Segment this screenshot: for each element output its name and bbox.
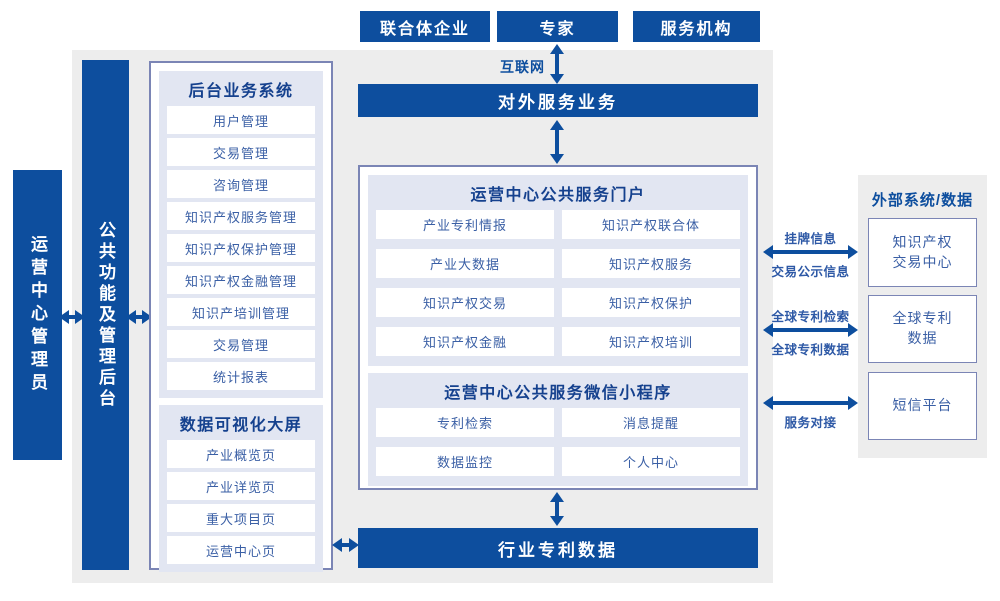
arrow-ip-trade-center-icon	[763, 244, 858, 260]
external-box-global-patent-data: 全球专利 数据	[868, 295, 977, 363]
backend-system-list: 用户管理 交易管理 咨询管理 知识产权服务管理 知识产权保护管理 知识产权金融管…	[159, 106, 323, 398]
data-screen-block: 数据可视化大屏 产业概览页 产业详览页 重大项目页 运营中心页	[159, 405, 323, 572]
list-item: 产业概览页	[167, 440, 315, 468]
data-screen-title: 数据可视化大屏	[179, 417, 303, 434]
label-global-patent-search: 全球专利检索	[771, 310, 850, 324]
arrow-internet-vertical-icon	[549, 44, 565, 84]
arrow-admin-to-backend-icon	[59, 309, 85, 325]
arrow-sms-platform-icon	[763, 395, 858, 411]
operation-center-admin-bar: 运营中心管理员	[13, 170, 62, 460]
portal-item: 知识产权服务	[562, 249, 740, 278]
miniprogram-item: 数据监控	[376, 447, 554, 476]
arrow-datascreen-to-patent-icon	[332, 537, 359, 553]
portal-item: 知识产权联合体	[562, 210, 740, 239]
portal-item: 知识产权交易	[376, 288, 554, 317]
arrow-service-to-portal-icon	[549, 120, 565, 164]
portal-item: 产业大数据	[376, 249, 554, 278]
arrow-backend-to-panel-icon	[126, 309, 152, 325]
miniprogram-item: 消息提醒	[562, 408, 740, 437]
external-box-ip-trade-center: 知识产权 交易中心	[868, 218, 977, 287]
external-service-bar: 对外服务业务	[358, 84, 758, 117]
portal-item: 知识产权保护	[562, 288, 740, 317]
list-item: 用户管理	[167, 106, 315, 134]
internet-label: 互联网	[500, 59, 545, 75]
portal-title: 运营中心公共服务门户	[470, 187, 646, 204]
data-screen-list: 产业概览页 产业详览页 重大项目页 运营中心页	[159, 440, 323, 572]
list-item: 知识产培训管理	[167, 298, 315, 326]
left-panel: 后台业务系统 用户管理 交易管理 咨询管理 知识产权服务管理 知识产权保护管理 …	[149, 61, 333, 572]
actor-consortium-enterprise: 联合体企业	[360, 11, 490, 42]
actor-expert: 专家	[497, 11, 618, 42]
miniprogram-block: 运营中心公共服务微信小程序 专利检索 消息提醒 数据监控 个人中心	[368, 373, 748, 486]
industry-patent-bar: 行业专利数据	[358, 528, 758, 568]
list-item: 咨询管理	[167, 170, 315, 198]
center-panel: 运营中心公共服务门户 产业专利情报 知识产权联合体 产业大数据 知识产权服务 知…	[358, 165, 758, 490]
list-item: 产业详览页	[167, 472, 315, 500]
actor-service-agency: 服务机构	[633, 11, 760, 42]
list-item: 知识产权保护管理	[167, 234, 315, 262]
portal-item: 知识产权金融	[376, 327, 554, 356]
list-item: 交易管理	[167, 330, 315, 358]
label-listing-info: 挂牌信息	[784, 232, 837, 246]
label-global-patent-data: 全球专利数据	[771, 343, 850, 357]
list-item: 交易管理	[167, 138, 315, 166]
portal-item: 产业专利情报	[376, 210, 554, 239]
miniprogram-item: 专利检索	[376, 408, 554, 437]
list-item: 知识产权服务管理	[167, 202, 315, 230]
backend-system-block: 后台业务系统 用户管理 交易管理 咨询管理 知识产权服务管理 知识产权保护管理 …	[159, 71, 323, 398]
backend-system-title: 后台业务系统	[188, 83, 294, 100]
label-trade-publicity: 交易公示信息	[771, 265, 850, 279]
list-item: 知识产权金融管理	[167, 266, 315, 294]
portal-item: 知识产权培训	[562, 327, 740, 356]
external-systems-panel: 外部系统/数据 知识产权 交易中心 全球专利 数据 短信平台	[858, 175, 987, 458]
portal-block: 运营中心公共服务门户 产业专利情报 知识产权联合体 产业大数据 知识产权服务 知…	[368, 175, 748, 366]
list-item: 运营中心页	[167, 536, 315, 564]
miniprogram-item: 个人中心	[562, 447, 740, 476]
list-item: 统计报表	[167, 362, 315, 390]
list-item: 重大项目页	[167, 504, 315, 532]
external-box-sms-platform: 短信平台	[868, 372, 977, 440]
arrow-global-patent-icon	[763, 322, 858, 338]
external-systems-title: 外部系统/数据	[871, 192, 974, 209]
label-service-connect: 服务对接	[784, 416, 837, 430]
public-function-backend-bar: 公共功能及管理后台	[82, 60, 129, 570]
arrow-portal-to-patent-icon	[549, 492, 565, 526]
portal-grid: 产业专利情报 知识产权联合体 产业大数据 知识产权服务 知识产权交易 知识产权保…	[368, 210, 748, 366]
miniprogram-title: 运营中心公共服务微信小程序	[444, 385, 672, 402]
miniprogram-grid: 专利检索 消息提醒 数据监控 个人中心	[368, 408, 748, 486]
